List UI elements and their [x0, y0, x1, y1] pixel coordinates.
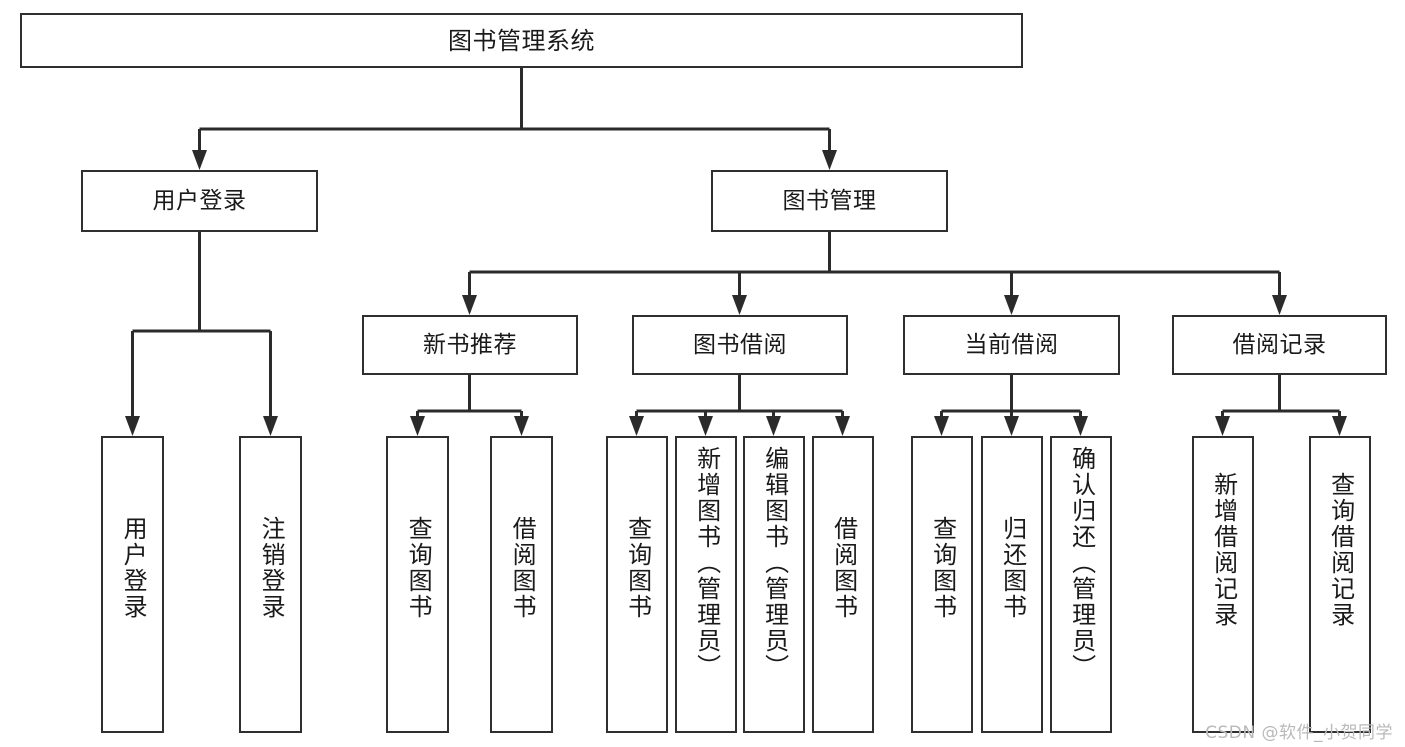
leaf-new-book-query-book[interactable]: 查询图书 [386, 436, 449, 733]
arrow-m2 [732, 295, 747, 315]
node-root-book-management-system[interactable]: 图书管理系统 [20, 13, 1023, 68]
node-label: 查询借阅记录 [1326, 472, 1355, 628]
node-label: 归还图书 [998, 516, 1027, 620]
arrow-b3 [766, 416, 781, 436]
node-label: 图书管理系统 [448, 26, 595, 55]
arrow-r2 [1332, 416, 1347, 436]
node-label: 查询图书 [404, 516, 433, 620]
arrow-n1 [410, 416, 425, 436]
node-label: 新增借阅记录 [1209, 472, 1238, 628]
arrow-m4 [1272, 295, 1287, 315]
arrow-c3 [1073, 416, 1088, 436]
leaf-current-borrow-query-book[interactable]: 查询图书 [911, 436, 973, 733]
arrow-b1 [629, 416, 644, 436]
node-label: 查询图书 [623, 516, 652, 620]
node-label: 借阅记录 [1232, 331, 1327, 358]
node-new-book-recommend[interactable]: 新书推荐 [362, 315, 578, 375]
arrow-b4 [835, 416, 850, 436]
leaf-book-borrow-add-book-admin[interactable]: 新增图书（管理员） [675, 436, 737, 733]
node-user-login[interactable]: 用户登录 [81, 170, 318, 232]
arrow-n2 [514, 416, 529, 436]
leaf-user-login-logout[interactable]: 注销登录 [239, 436, 302, 733]
node-label: 图书借阅 [693, 331, 787, 358]
node-current-borrow[interactable]: 当前借阅 [903, 315, 1120, 375]
arrow-m3 [1004, 295, 1019, 315]
leaf-book-borrow-borrow-book[interactable]: 借阅图书 [812, 436, 874, 733]
leaf-book-borrow-edit-book-admin[interactable]: 编辑图书（管理员） [743, 436, 805, 733]
watermark: CSDN @软件_小贺同学 [1205, 723, 1393, 743]
node-label: 用户登录 [119, 516, 148, 620]
node-label: 图书管理 [782, 187, 877, 214]
leaf-user-login-login[interactable]: 用户登录 [101, 436, 164, 733]
arrow-r1 [1215, 416, 1230, 436]
leaf-new-book-borrow-book[interactable]: 借阅图书 [490, 436, 553, 733]
node-label: 注销登录 [257, 516, 286, 620]
node-label: 新增图书（管理员） [692, 446, 721, 680]
leaf-borrow-record-query-record[interactable]: 查询借阅记录 [1309, 436, 1371, 733]
node-label: 确认归还（管理员） [1067, 446, 1096, 680]
arrow-m1 [462, 295, 477, 315]
arrow-c1 [934, 416, 949, 436]
node-label: 借阅图书 [508, 516, 537, 620]
arrow-book-mgmt [822, 150, 837, 170]
node-book-management[interactable]: 图书管理 [711, 170, 948, 232]
node-label: 编辑图书（管理员） [760, 446, 789, 680]
arrow-user-login [192, 150, 207, 170]
leaf-current-borrow-return-book[interactable]: 归还图书 [981, 436, 1043, 733]
arrow-c2 [1004, 416, 1019, 436]
node-label: 当前借阅 [964, 331, 1059, 358]
node-borrow-record[interactable]: 借阅记录 [1172, 315, 1387, 375]
node-label: 借阅图书 [829, 516, 858, 620]
arrow-u2 [263, 416, 278, 436]
leaf-borrow-record-add-record[interactable]: 新增借阅记录 [1192, 436, 1254, 733]
leaf-book-borrow-query-book[interactable]: 查询图书 [606, 436, 668, 733]
node-book-borrow[interactable]: 图书借阅 [632, 315, 848, 375]
node-label: 查询图书 [928, 516, 957, 620]
arrow-b2 [698, 416, 713, 436]
arrow-u1 [125, 416, 140, 436]
node-label: 用户登录 [152, 187, 247, 214]
leaf-current-borrow-confirm-return-admin[interactable]: 确认归还（管理员） [1050, 436, 1112, 733]
node-label: 新书推荐 [423, 331, 517, 358]
